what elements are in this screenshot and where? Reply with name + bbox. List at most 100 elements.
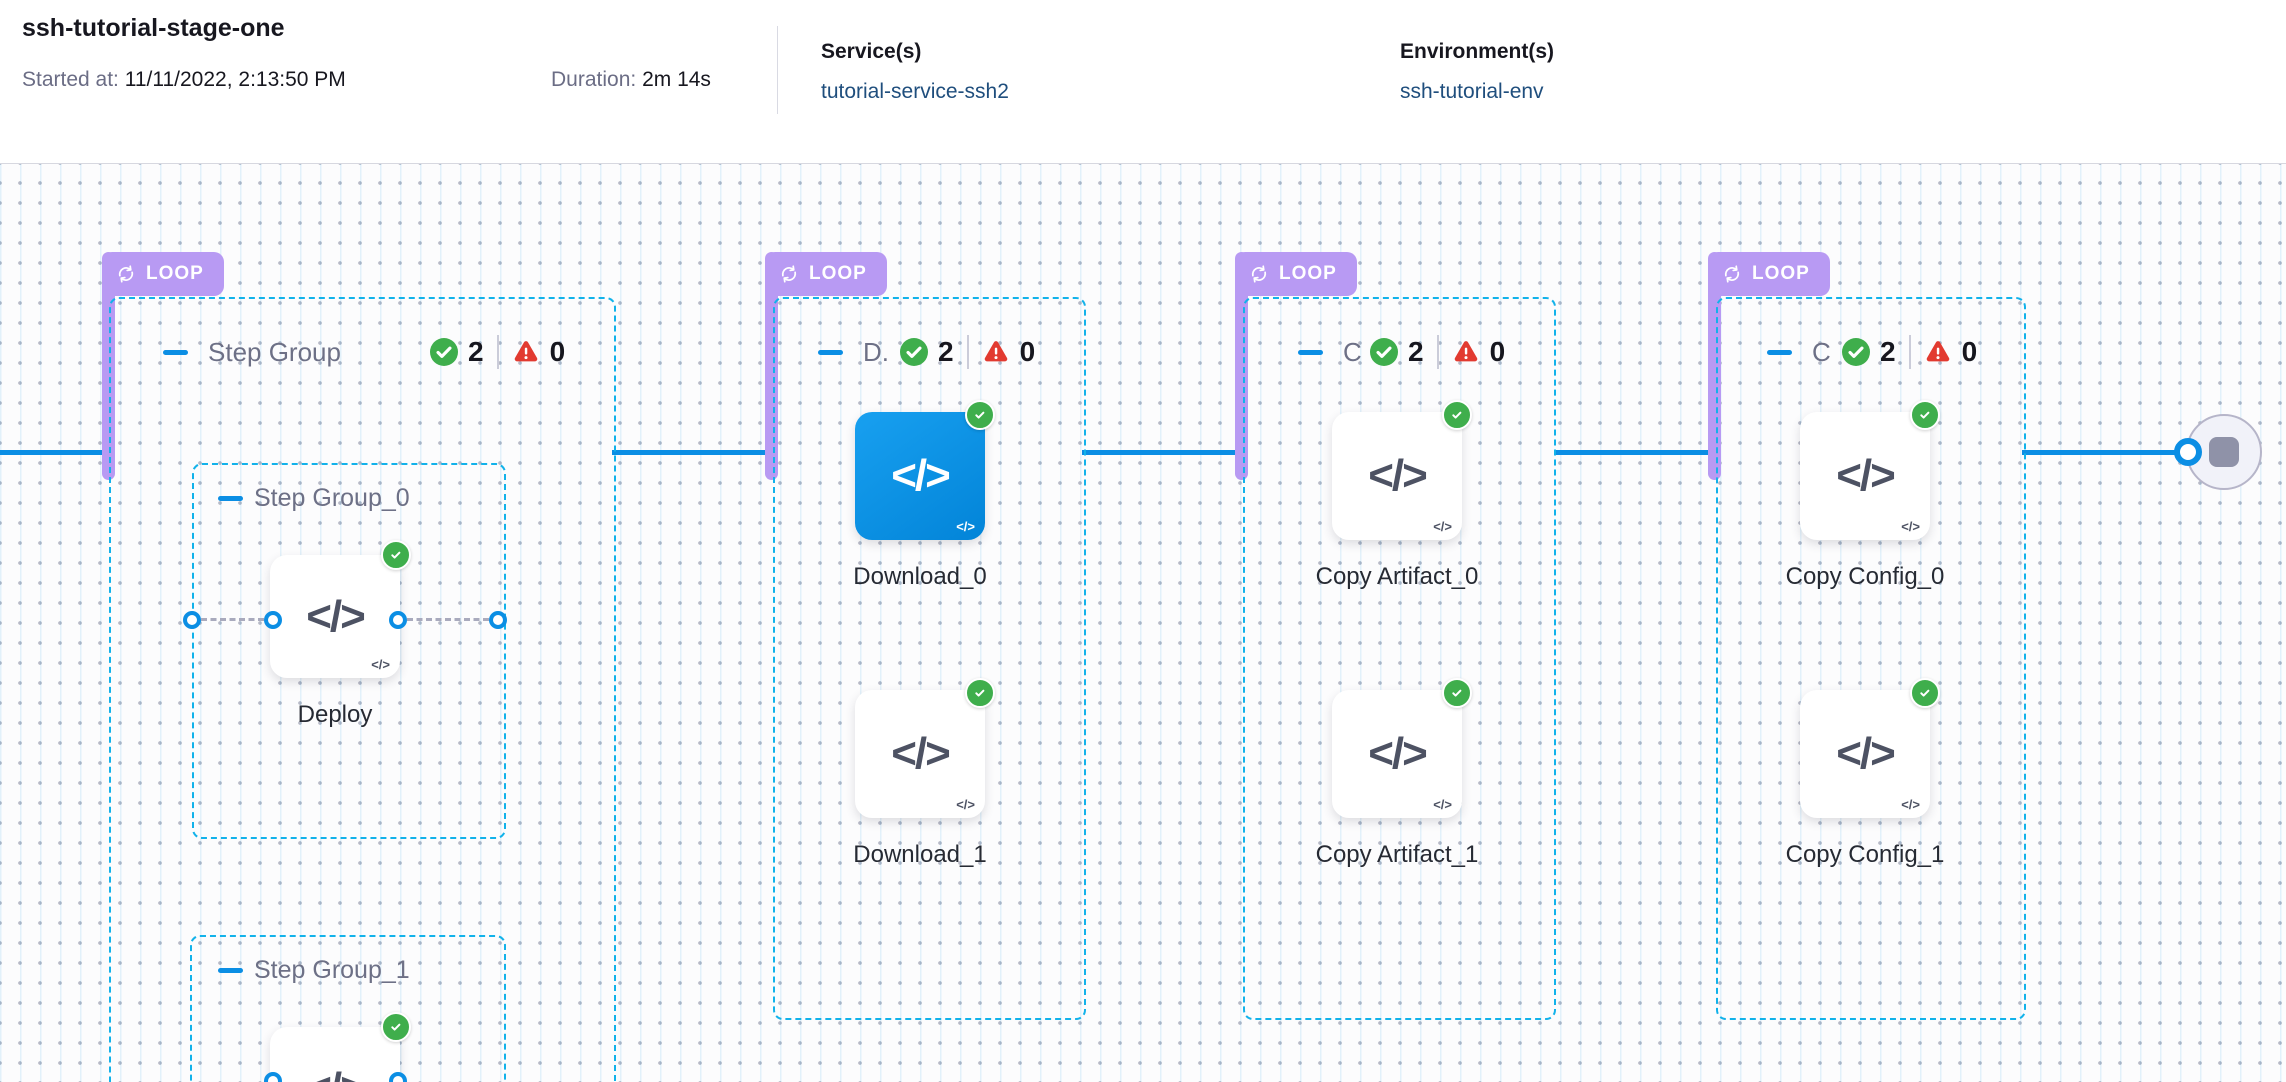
step-label: Download_1	[853, 841, 987, 868]
code-icon: </>	[270, 1027, 400, 1082]
connector-handle[interactable]	[264, 611, 282, 629]
success-count: 2	[468, 336, 484, 367]
collapse-icon[interactable]	[218, 967, 243, 973]
download-group-name: D.	[863, 336, 889, 367]
step-group-container[interactable]	[109, 297, 616, 1082]
collapse-icon[interactable]	[1767, 349, 1792, 355]
loop-badge-label: LOOP	[809, 263, 867, 284]
download-group-container[interactable]	[773, 297, 1086, 1020]
loop-icon	[1724, 265, 1740, 283]
copy-artifact-status-counts: 2 0	[1370, 334, 1505, 370]
count-divider	[966, 335, 969, 369]
step-label: Copy Artifact_0	[1315, 563, 1479, 590]
step-label: Copy Config_0	[1785, 563, 1945, 590]
connector-line	[612, 450, 773, 455]
code-mini-icon: </>	[1901, 797, 1920, 812]
code-icon: </>	[1836, 451, 1896, 500]
connector-handle[interactable]	[389, 1072, 407, 1082]
code-mini-icon: </>	[956, 797, 975, 812]
success-badge	[1442, 400, 1472, 430]
header-divider	[777, 26, 778, 114]
page-title: ssh-tutorial-stage-one	[22, 14, 285, 42]
copy-artifact-group-container[interactable]	[1243, 297, 1556, 1020]
loop-badge: LOOP	[765, 252, 887, 296]
loop-badge-label: LOOP	[1752, 263, 1810, 284]
services-label: Service(s)	[821, 40, 922, 63]
step-label: Copy Artifact_1	[1315, 841, 1479, 868]
code-icon: </>	[891, 451, 951, 500]
connector-line	[1082, 450, 1246, 455]
failed-count: 0	[549, 336, 566, 367]
step-group-header: Step Group	[163, 334, 341, 370]
step-card-download-1[interactable]: </> </>	[855, 690, 985, 818]
success-count: 2	[938, 336, 954, 367]
connector-handle[interactable]	[489, 611, 507, 629]
success-badge	[965, 678, 995, 708]
execution-graph-canvas[interactable]: LOOP Step Group 2 0 Step Group_0 </> </>…	[0, 163, 2286, 1082]
failed-icon	[1926, 341, 1949, 362]
success-badge	[965, 400, 995, 430]
connector-dashed	[201, 618, 264, 621]
step-group-0-container[interactable]	[192, 463, 506, 839]
code-icon: </>	[1368, 729, 1428, 778]
stop-icon	[2209, 437, 2239, 467]
step-group-status-counts: 2 0	[430, 334, 565, 370]
loop-icon	[1251, 265, 1267, 283]
success-badge	[1910, 400, 1940, 430]
loop-badge: LOOP	[102, 252, 224, 296]
loop-strip	[102, 252, 115, 480]
collapse-icon[interactable]	[163, 349, 188, 355]
step-card-copy-artifact-0[interactable]: </> </>	[1332, 412, 1462, 540]
step-label: Deploy	[297, 701, 373, 728]
connector-handle[interactable]	[389, 611, 407, 629]
code-icon: </>	[1836, 729, 1896, 778]
step-group-1-header: Step Group_1	[218, 953, 410, 987]
loop-icon	[781, 265, 797, 283]
code-mini-icon: </>	[1901, 519, 1920, 534]
copy-config-group-container[interactable]	[1716, 297, 2026, 1020]
failed-icon	[1454, 341, 1477, 362]
step-card-copy-config-0[interactable]: </> </>	[1800, 412, 1930, 540]
count-divider	[1436, 335, 1439, 369]
success-icon	[900, 338, 928, 366]
step-card-download-0[interactable]: </> </>	[855, 412, 985, 540]
download-group-header: D.	[818, 334, 889, 370]
duration-value: 2m 14s	[642, 68, 711, 91]
code-icon: </>	[891, 729, 951, 778]
connector-handle[interactable]	[183, 611, 201, 629]
collapse-icon[interactable]	[218, 495, 243, 501]
collapse-icon[interactable]	[1298, 349, 1323, 355]
step-card-deploy[interactable]: </> </>	[270, 555, 400, 678]
step-card-copy-artifact-1[interactable]: </> </>	[1332, 690, 1462, 818]
loop-badge: LOOP	[1708, 252, 1830, 296]
success-icon	[1370, 338, 1398, 366]
step-label: Download_0	[853, 563, 987, 590]
copy-config-status-counts: 2 0	[1842, 334, 1977, 370]
code-icon: </>	[1368, 451, 1428, 500]
step-group-0-header: Step Group_0	[218, 481, 410, 515]
connector-handle[interactable]	[2174, 438, 2202, 466]
success-icon	[430, 338, 458, 366]
success-count: 2	[1408, 336, 1424, 367]
started-at: Started at: 11/11/2022, 2:13:50 PM	[22, 68, 346, 92]
started-at-label: Started at:	[22, 68, 119, 91]
environment-link[interactable]: ssh-tutorial-env	[1400, 80, 1544, 103]
step-group-1-container[interactable]	[190, 935, 506, 1082]
connector-line	[0, 450, 109, 455]
loop-badge: LOOP	[1235, 252, 1357, 296]
step-label: Copy Config_1	[1785, 841, 1945, 868]
environments-label: Environment(s)	[1400, 40, 1555, 63]
step-card-copy-config-1[interactable]: </> </>	[1800, 690, 1930, 818]
service-link[interactable]: tutorial-service-ssh2	[821, 80, 1009, 103]
copy-config-group-header: C	[1767, 334, 1831, 370]
step-card-partial[interactable]: </>	[270, 1027, 400, 1082]
started-at-value: 11/11/2022, 2:13:50 PM	[124, 68, 346, 91]
connector-handle[interactable]	[264, 1072, 282, 1082]
success-badge	[1442, 678, 1472, 708]
collapse-icon[interactable]	[818, 349, 843, 355]
code-mini-icon: </>	[1433, 519, 1452, 534]
failed-count: 0	[1489, 336, 1506, 367]
copy-artifact-group-name: C	[1343, 336, 1362, 367]
success-icon	[1842, 338, 1870, 366]
count-divider	[496, 335, 499, 369]
